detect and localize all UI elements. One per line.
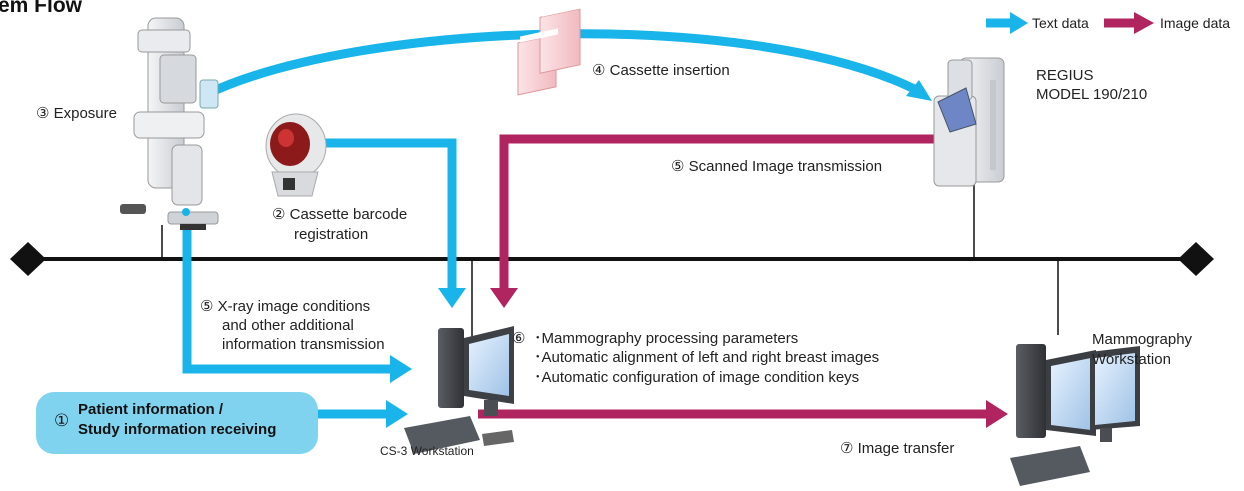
- cassette-insertion-label: ④ Cassette insertion: [592, 62, 730, 79]
- xray-label-line2: and other additional: [222, 317, 354, 334]
- scanned-image-flow-arrow: [490, 134, 934, 308]
- cs3-workstation-image: [404, 326, 514, 454]
- exposure-label: ③ Exposure: [36, 105, 117, 122]
- processing-item-3: ･Automatic configuration of image condit…: [534, 369, 860, 386]
- scanned-image-label: ⑤ Scanned Image transmission: [671, 158, 883, 175]
- patient-info-line1: Patient information /: [78, 401, 224, 418]
- patient-info-badge: [36, 392, 318, 454]
- image-transfer-flow-arrow: [478, 400, 1008, 428]
- barcode-label-line1: ② Cassette barcode: [272, 206, 408, 223]
- xray-conditions-flow-arrow: [182, 226, 412, 383]
- cassette-images: [517, 2, 582, 96]
- legend-image-data-arrow: [1104, 12, 1154, 34]
- mammo-ws-label-line2: Workstation: [1092, 351, 1171, 368]
- legend-text-data-label: Text data: [1032, 15, 1089, 31]
- processing-item-2: ･Automatic alignment of left and right b…: [534, 349, 880, 366]
- regius-label-line1: REGIUS: [1036, 67, 1094, 84]
- cs3-workstation-label: CS-3 Workstation: [380, 444, 474, 458]
- xray-label-line1: ⑤ X-ray image conditions: [200, 298, 371, 315]
- mammo-ws-label-line1: Mammography: [1092, 331, 1193, 348]
- legend-text-data-arrow: [986, 12, 1028, 34]
- barcode-scanner-image: [265, 113, 327, 197]
- patient-info-line2: Study information receiving: [78, 421, 277, 438]
- regius-label-line2: MODEL 190/210: [1036, 86, 1148, 103]
- network-right-diamond: [1178, 242, 1214, 276]
- mammography-workstation-image: [1010, 344, 1140, 486]
- patient-info-flow-arrow: [318, 400, 408, 428]
- processing-item-1: ･Mammography processing parameters: [534, 330, 799, 347]
- regius-reader-image: [933, 57, 1005, 187]
- processing-number: ⑥: [512, 330, 526, 347]
- xray-label-line3: information transmission: [222, 336, 385, 353]
- barcode-flow-arrow: [320, 138, 466, 308]
- image-transfer-label: ⑦ Image transfer: [840, 440, 955, 457]
- diagram-title: em Flow: [0, 0, 83, 17]
- legend-image-data-label: Image data: [1160, 15, 1231, 31]
- network-line: [10, 185, 1214, 340]
- mammography-unit-image: [120, 17, 219, 230]
- network-left-diamond: [10, 242, 46, 276]
- barcode-label-line2: registration: [294, 226, 369, 243]
- patient-info-number: ①: [54, 411, 70, 430]
